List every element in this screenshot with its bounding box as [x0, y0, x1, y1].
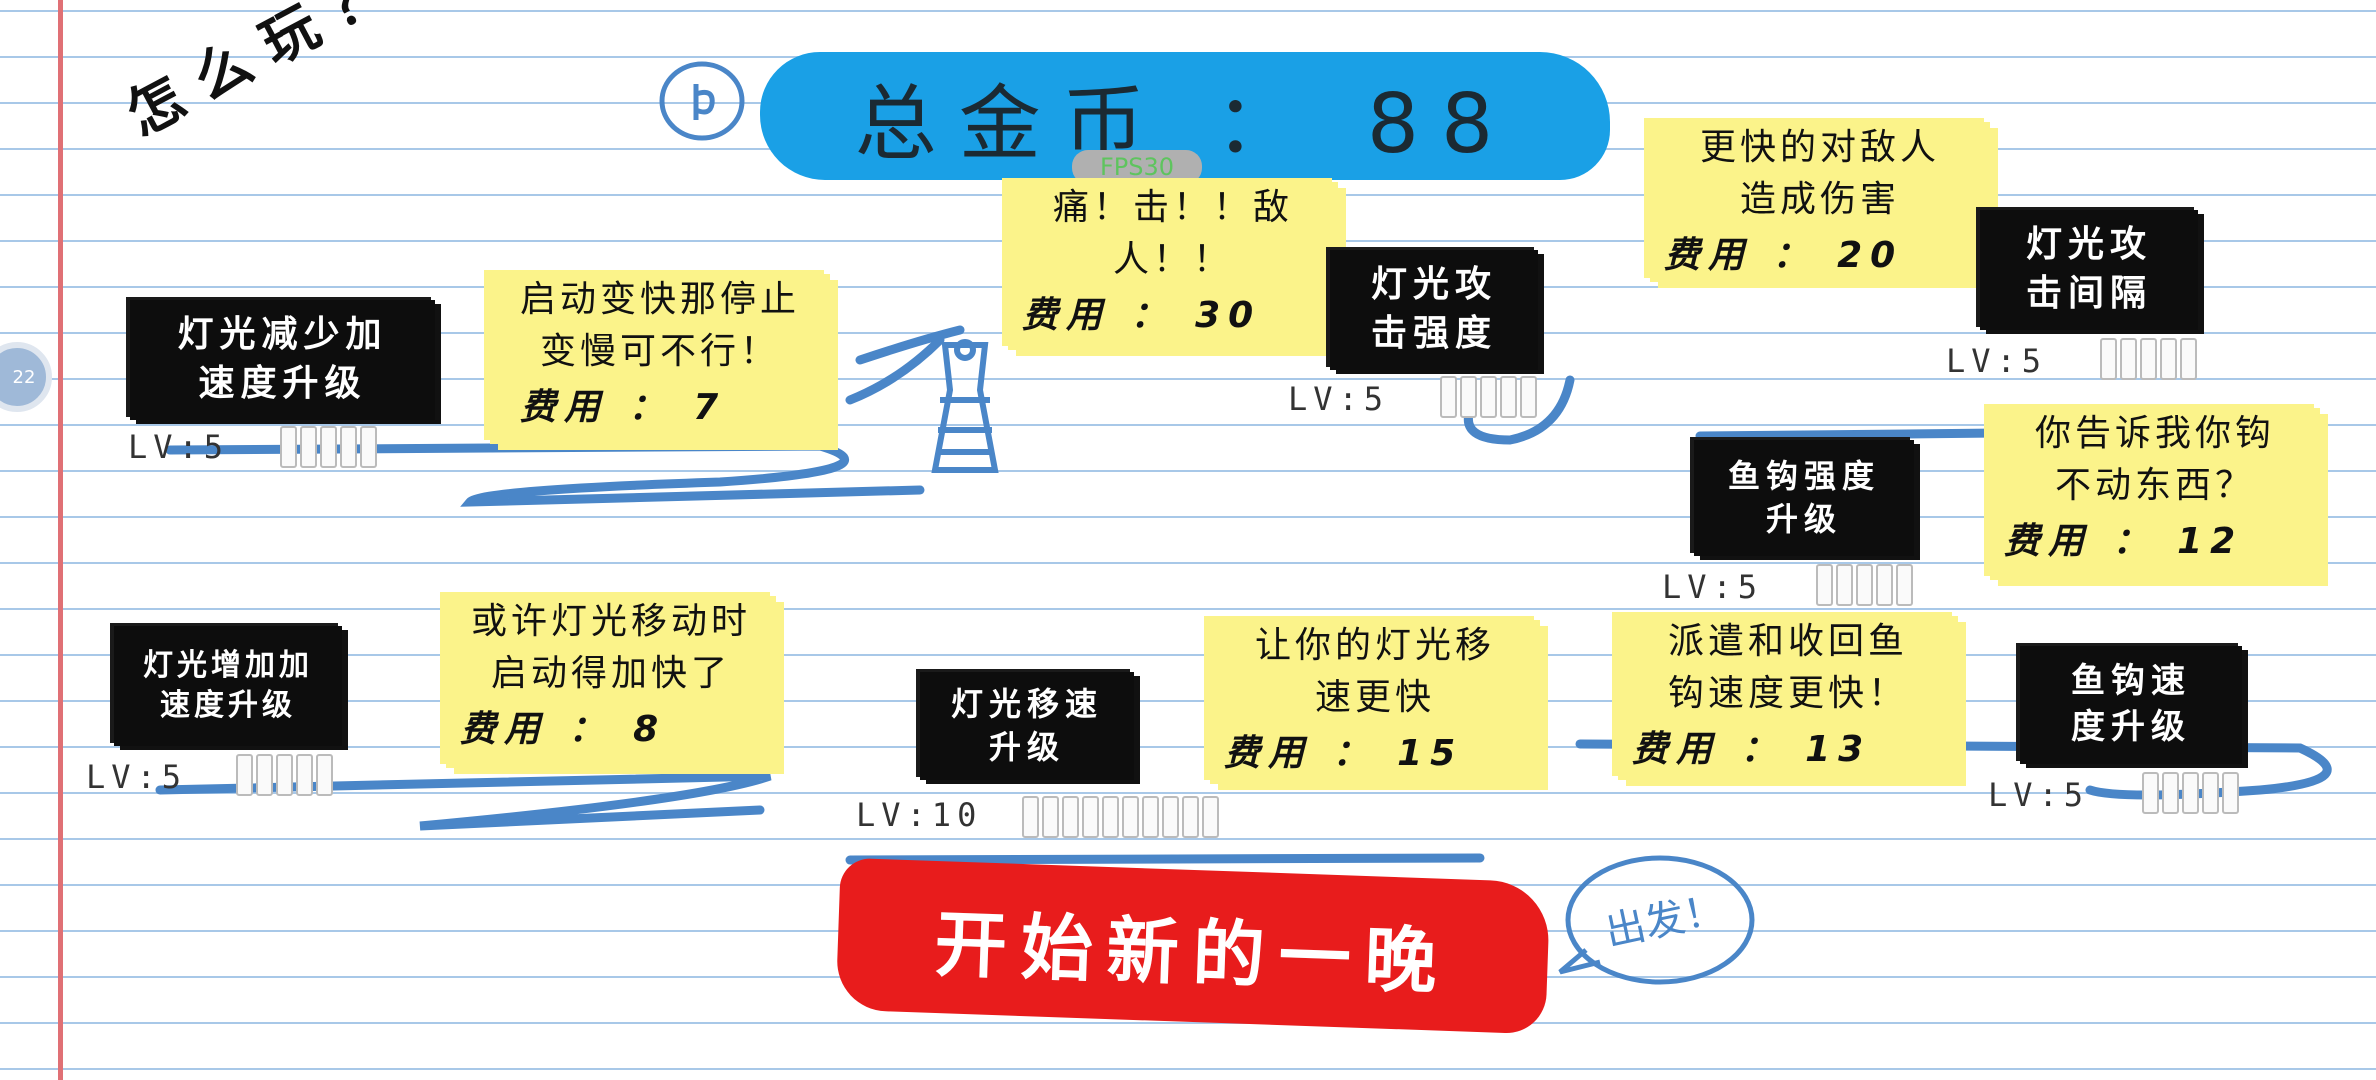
upgrade-cost: 费用 ： 30	[1022, 295, 1262, 337]
level-pips	[1022, 796, 1219, 838]
note-line2: 不动东西？	[2054, 465, 2255, 507]
upgrade-level: LV:5	[1988, 776, 2090, 814]
upgrade-hook-speed-button[interactable]: 鱼钩速 度升级	[2020, 646, 2242, 764]
upgrade-title-line1: 灯光移速	[950, 684, 1103, 723]
note-line1: 派遣和收回鱼	[1667, 621, 1908, 662]
upgrade-title-line2: 升级	[1765, 500, 1842, 538]
note-line1: 痛！击！！敌	[1052, 187, 1293, 228]
margin-line	[58, 0, 63, 1080]
upgrade-light-attack-power-button[interactable]: 灯光攻 击强度	[1330, 250, 1538, 370]
upgrade-light-attack-interval-button[interactable]: 灯光攻 击间隔	[1980, 210, 2198, 330]
upgrade-level: LV:10	[856, 796, 983, 834]
upgrade-hook-strength-button[interactable]: 鱼钩强度 升级	[1694, 440, 1914, 556]
fps-counter: FPS30	[1072, 150, 1202, 184]
upgrade-level: LV:5	[128, 428, 230, 466]
note-line1: 更快的对敌人	[1699, 127, 1940, 168]
upgrade-title-line1: 鱼钩强度	[1727, 456, 1880, 495]
upgrade-level: LV:5	[1288, 380, 1390, 418]
level-pips	[1816, 564, 1913, 606]
upgrade-note: 启动变快那停止 变慢可不行！ 费用 ： 7	[490, 274, 830, 444]
upgrade-light-decel-button[interactable]: 灯光减少加 速度升级	[130, 300, 435, 420]
upgrade-cost: 费用 ： 20	[1664, 235, 1904, 277]
side-badge-label: 22	[12, 366, 36, 388]
note-line1: 让你的灯光移	[1254, 625, 1495, 666]
coin-icon	[659, 61, 745, 141]
upgrade-level: LV:5	[86, 758, 188, 796]
upgrade-note: 让你的灯光移 速更快 费用 ： 15	[1210, 620, 1540, 784]
upgrade-note: 派遣和收回鱼 钩速度更快！ 费用 ： 13	[1618, 616, 1958, 780]
upgrade-title-line2: 击强度	[1370, 313, 1497, 354]
upgrade-level: LV:5	[1946, 342, 2048, 380]
level-pips	[2100, 338, 2197, 380]
upgrade-cost: 费用 ： 12	[2004, 521, 2244, 563]
upgrade-light-accel-button[interactable]: 灯光增加加 速度升级	[114, 626, 342, 746]
upgrade-title-line2: 升级	[988, 728, 1065, 766]
upgrade-note: 痛！击！！敌 人！！ 费用 ： 30	[1008, 182, 1338, 350]
start-new-night-label: 开始新的一晚	[933, 901, 1453, 1004]
upgrade-level: LV:5	[1662, 568, 1764, 606]
upgrade-light-move-speed-button[interactable]: 灯光移速 升级	[920, 672, 1134, 780]
upgrade-cost: 费用 ： 8	[460, 709, 667, 751]
upgrade-title-line2: 速度升级	[198, 363, 367, 404]
note-line2: 造成伤害	[1739, 179, 1900, 221]
fps-label: FPS30	[1099, 153, 1175, 181]
upgrade-title-line1: 鱼钩速	[2071, 661, 2191, 702]
upgrade-note: 你告诉我你钩 不动东西？ 费用 ： 12	[1990, 408, 2320, 580]
upgrade-title-line1: 灯光攻	[1370, 264, 1497, 306]
note-line2: 人！！	[1112, 239, 1233, 281]
upgrade-cost: 费用 ： 7	[520, 387, 727, 429]
upgrade-note: 更快的对敌人 造成伤害 费用 ： 20	[1650, 122, 1990, 282]
start-new-night-button[interactable]: 开始新的一晚	[835, 857, 1551, 1035]
upgrade-title-line1: 灯光增加加	[143, 647, 313, 683]
note-line1: 或许灯光移动时	[470, 601, 751, 642]
note-line2: 启动得加快了	[490, 653, 731, 695]
level-pips	[1440, 376, 1537, 418]
level-pips	[236, 754, 333, 796]
note-line2: 钩速度更快！	[1667, 673, 1908, 715]
upgrade-note: 或许灯光移动时 启动得加快了 费用 ： 8	[446, 596, 776, 768]
level-pips	[2142, 772, 2239, 814]
upgrade-title-line2: 速度升级	[160, 688, 296, 723]
upgrade-cost: 费用 ： 15	[1224, 733, 1464, 775]
note-line1: 启动变快那停止	[519, 279, 800, 320]
upgrade-title-line2: 度升级	[2071, 707, 2191, 747]
note-line1: 你告诉我你钩	[2034, 413, 2275, 454]
note-line2: 变慢可不行！	[539, 331, 780, 373]
upgrade-title-line2: 击间隔	[2025, 273, 2152, 314]
note-line2: 速更快	[1314, 677, 1435, 719]
level-pips	[280, 426, 377, 468]
upgrade-title-line1: 灯光攻	[2025, 224, 2152, 266]
upgrade-title-line1: 灯光减少加	[177, 314, 388, 356]
upgrade-cost: 费用 ： 13	[1632, 729, 1872, 771]
